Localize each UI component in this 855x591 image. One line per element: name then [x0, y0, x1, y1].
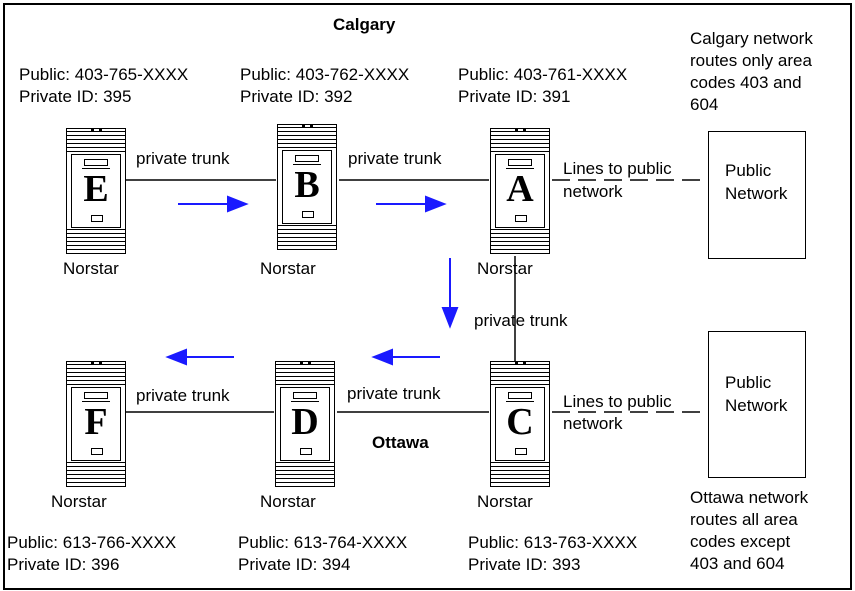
calgary-note-2: routes only area [690, 51, 812, 70]
lines-public-c-1: Lines to public [563, 392, 672, 411]
ottawa-note-1: Ottawa network [690, 488, 809, 507]
node-b-letter: B [294, 164, 320, 206]
ottawa-note-2: routes all area [690, 510, 798, 529]
norstar-node-c: C [490, 361, 550, 487]
arrow-d-f-head [165, 348, 187, 366]
public-network-bottom-line1: Public [725, 373, 772, 392]
lines-public-c-2: network [563, 414, 623, 433]
public-network-bottom-line2: Network [725, 396, 788, 415]
norstar-node-e: E [66, 128, 126, 254]
trunk-label-e-b: private trunk [136, 149, 230, 168]
node-e-letter: E [83, 168, 109, 210]
node-c-label: Norstar [477, 492, 533, 511]
node-d-private: Private ID: 394 [238, 555, 351, 574]
trunk-label-a-c: private trunk [474, 311, 568, 330]
norstar-node-a: A [490, 128, 550, 254]
ottawa-note-4: 403 and 604 [690, 554, 785, 573]
arrow-c-d-head [371, 348, 393, 366]
node-c-public: Public: 613-763-XXXX [468, 533, 638, 552]
norstar-node-f: F [66, 361, 126, 487]
calgary-note-1: Calgary network [690, 29, 813, 48]
node-f-label: Norstar [51, 492, 107, 511]
node-a-private: Private ID: 391 [458, 87, 571, 106]
trunk-label-b-a: private trunk [348, 149, 442, 168]
node-b-public: Public: 403-762-XXXX [240, 65, 410, 84]
node-e-public: Public: 403-765-XXXX [19, 65, 189, 84]
node-f-private: Private ID: 396 [7, 555, 120, 574]
public-network-top-line2: Network [725, 184, 788, 203]
lines-public-a-2: network [563, 182, 623, 201]
node-b-private: Private ID: 392 [240, 87, 353, 106]
node-d-label: Norstar [260, 492, 316, 511]
norstar-node-d: D [275, 361, 335, 487]
arrow-b-a-head [425, 195, 447, 213]
lines-public-a-1: Lines to public [563, 159, 672, 178]
node-a-public: Public: 403-761-XXXX [458, 65, 628, 84]
norstar-node-b: B [277, 124, 337, 250]
node-f-letter: F [84, 401, 108, 443]
node-e-label: Norstar [63, 259, 119, 278]
node-c-letter: C [506, 401, 534, 443]
arrow-a-c-head [441, 307, 459, 329]
node-b-label: Norstar [260, 259, 316, 278]
calgary-title: Calgary [333, 15, 396, 34]
node-c-private: Private ID: 393 [468, 555, 581, 574]
diagram-frame [3, 3, 852, 590]
node-a-letter: A [506, 168, 534, 210]
calgary-note-3: codes 403 and [690, 73, 802, 92]
public-network-box-bottom: Public Network [708, 331, 806, 478]
arrow-e-b-head [227, 195, 249, 213]
node-e-private: Private ID: 395 [19, 87, 132, 106]
calgary-note-4: 604 [690, 95, 719, 114]
node-d-public: Public: 613-764-XXXX [238, 533, 408, 552]
node-a-label: Norstar [477, 259, 533, 278]
public-network-box-top: Public Network [708, 131, 806, 259]
public-network-top-line1: Public [725, 161, 772, 180]
node-f-public: Public: 613-766-XXXX [7, 533, 177, 552]
ottawa-note-3: codes except [690, 532, 791, 551]
ottawa-title: Ottawa [372, 433, 429, 452]
node-d-letter: D [291, 401, 319, 443]
trunk-label-f-d: private trunk [136, 386, 230, 405]
trunk-label-d-c: private trunk [347, 384, 441, 403]
